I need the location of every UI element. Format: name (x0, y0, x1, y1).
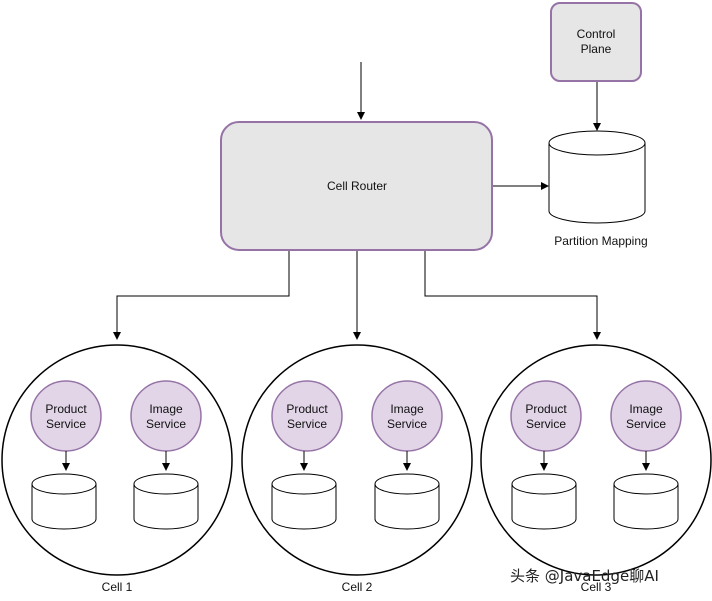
control-plane-box: Control Plane (550, 2, 642, 82)
partition-mapping-label: Partition Mapping (554, 234, 647, 248)
connectors (113, 62, 601, 340)
cell-1-image-db (133, 473, 199, 530)
cell-router-label: Cell Router (327, 179, 387, 193)
cell-1-image-service (130, 380, 202, 452)
cell-2-image-service (371, 380, 443, 452)
cell-router-box: Cell Router (220, 121, 493, 251)
cell-2-product-service-line1: Product (286, 402, 328, 416)
control-plane-label-line1: Control (577, 27, 616, 41)
cell-3-label: Cell 3 (581, 580, 612, 594)
cell-2-product-db (271, 473, 337, 530)
cell-3-image-db (613, 473, 679, 530)
cell-3-image-service-line1: Image (629, 402, 663, 416)
cell-1-product-service-line1: Product (45, 402, 87, 416)
cell-3-product-service (510, 380, 582, 452)
cell-3-image-service (610, 380, 682, 452)
cell-1-product-service (30, 380, 102, 452)
cell-2-image-db (374, 473, 440, 530)
cell-1-product-service-line2: Service (46, 417, 86, 431)
cell-3-product-db (511, 473, 577, 530)
cell-1-product-db (31, 473, 97, 530)
cell-3: Product Service Image Service Cell 3 (480, 344, 712, 594)
cell-2-image-service-line1: Image (390, 402, 424, 416)
cell-2: Product Service Image Service Cell 2 (241, 344, 473, 594)
cell-3-boundary (480, 344, 712, 576)
cell-1: Product Service Image Service Cell 1 (1, 344, 233, 594)
cell-2-image-service-line2: Service (387, 417, 427, 431)
cell-2-product-service-line2: Service (287, 417, 327, 431)
cell-3-image-service-line2: Service (626, 417, 666, 431)
cell-1-image-service-line1: Image (149, 402, 183, 416)
cell-3-product-service-line2: Service (526, 417, 566, 431)
router-to-cell1-arrow (113, 251, 290, 340)
router-to-cell3-arrow (424, 251, 601, 340)
cell-2-boundary (241, 344, 473, 576)
cell-1-image-service-line2: Service (146, 417, 186, 431)
control-plane-label-line2: Plane (581, 42, 612, 56)
partition-mapping-db: Partition Mapping (548, 130, 648, 248)
cell-1-label: Cell 1 (102, 580, 133, 594)
cell-3-product-service-line1: Product (525, 402, 567, 416)
watermark-text: 头条 @JavaEdge聊AI (510, 567, 659, 585)
cell-1-boundary (1, 344, 233, 576)
cell-2-label: Cell 2 (342, 580, 373, 594)
cell-2-product-service (271, 380, 343, 452)
